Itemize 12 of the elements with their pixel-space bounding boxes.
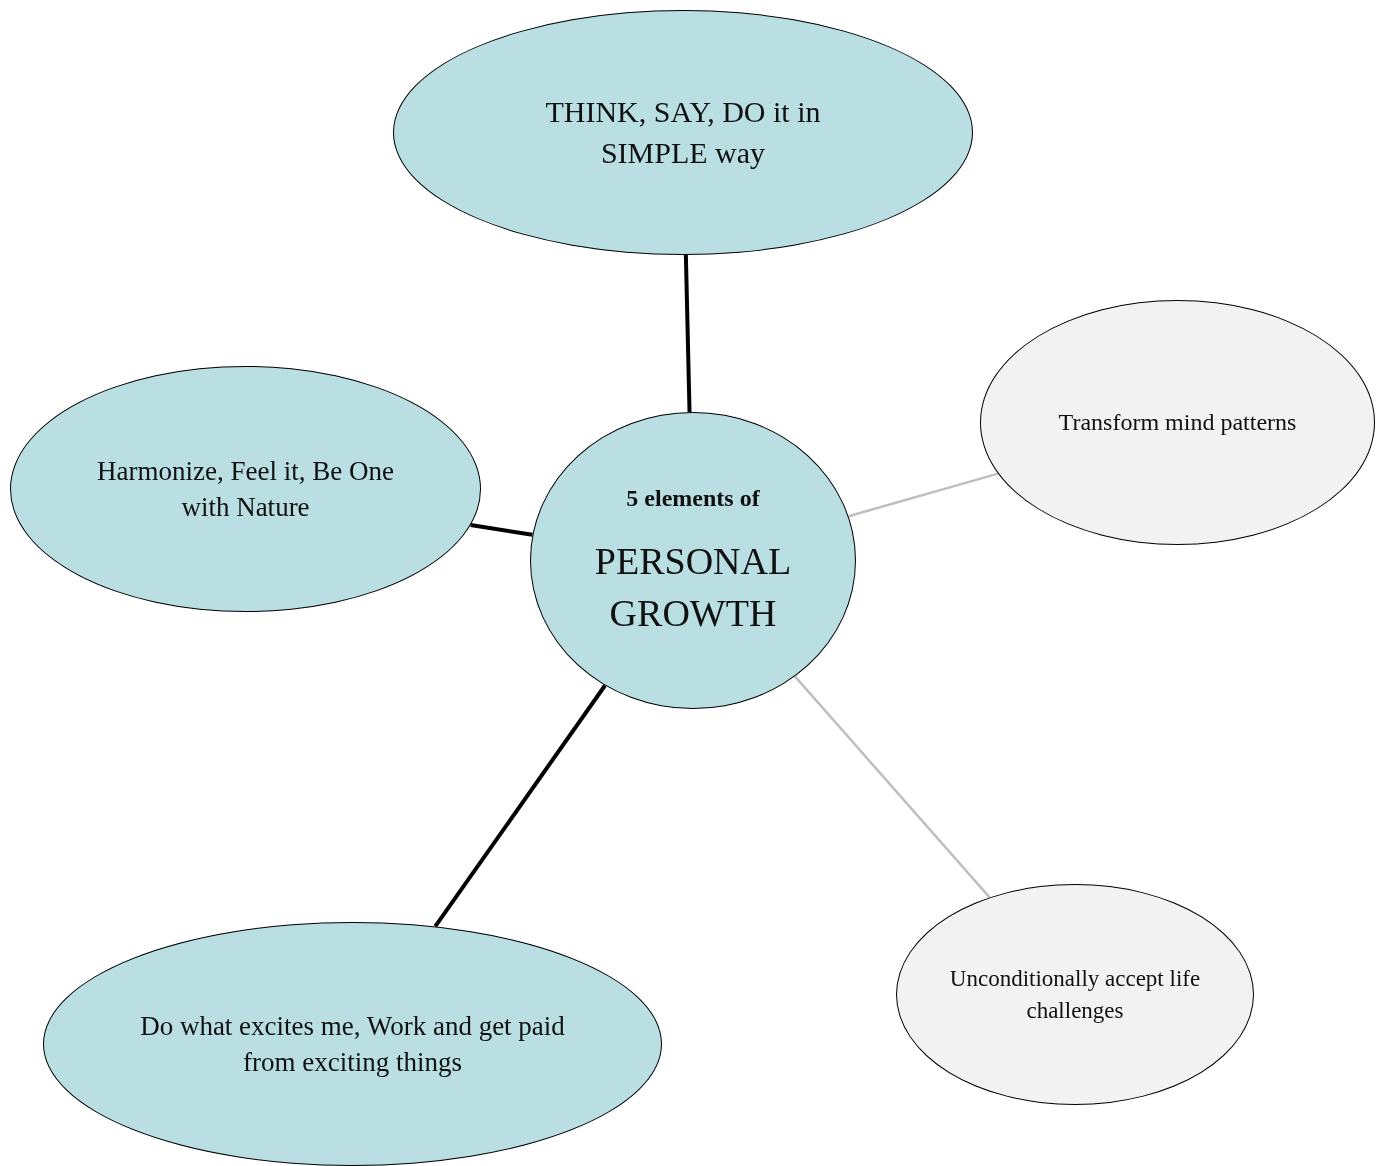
connector-line (470, 523, 533, 537)
node-label: Unconditionally accept life challenges (948, 965, 1202, 1025)
connector-line (683, 254, 692, 413)
node-label: Transform mind patterns (1058, 408, 1297, 438)
node-label: Do what excites me, Work and get paid from exciting things (139, 1009, 566, 1079)
node-label: PERSONAL GROWTH (593, 539, 793, 636)
connector-line (794, 675, 991, 899)
connector-line (433, 684, 607, 928)
node-label: THINK, SAY, DO it in SIMPLE way (544, 94, 822, 171)
node-label: Harmonize, Feel it, Be One with Nature (96, 454, 395, 524)
node-subtitle: 5 elements of (626, 484, 760, 513)
connector-line (848, 472, 999, 518)
